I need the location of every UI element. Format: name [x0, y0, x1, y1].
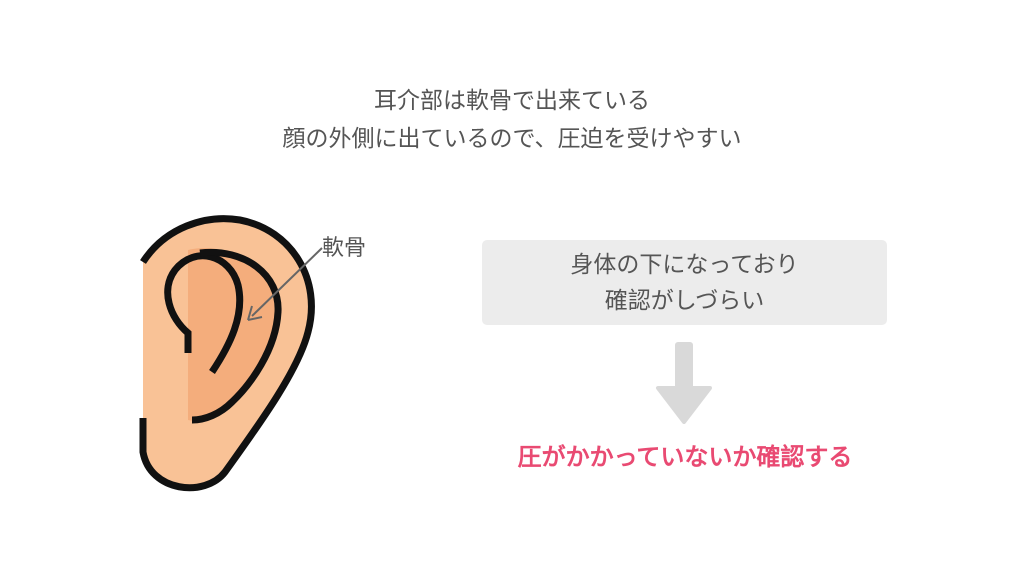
pointer-arrow-head — [247, 305, 263, 321]
ear-outline — [139, 215, 315, 492]
cartilage-label: 軟骨 — [322, 236, 367, 261]
info-box-line-1: 身体の下になっており — [570, 251, 799, 278]
ear-helix-inner — [164, 252, 244, 374]
info-box-line-2: 確認がしづらい — [604, 287, 765, 314]
header-line-1: 耳介部は軟骨で出来ている — [374, 88, 650, 114]
result-text: 圧がかかっていないか確認する — [517, 443, 853, 471]
down-arrow-icon — [656, 342, 712, 424]
ear-antihelix — [191, 248, 282, 424]
info-box: 身体の下になっており 確認がしづらい — [482, 240, 887, 325]
header-line-2: 顔の外側に出ているので、圧迫を受けやすい — [282, 126, 742, 152]
pointer-arrow-line — [251, 247, 323, 317]
